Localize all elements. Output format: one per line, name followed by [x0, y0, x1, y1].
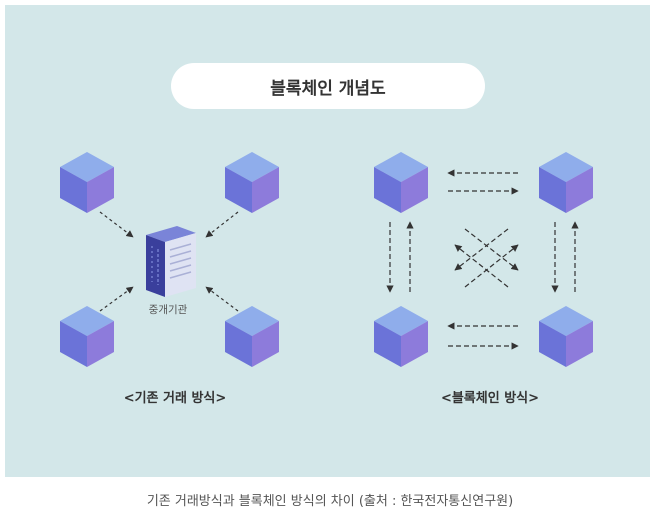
node-cube-top-right — [225, 152, 279, 213]
figure-caption: 기존 거래방식과 블록체인 방식의 차이 (출처 : 한국전자통신연구원) — [146, 494, 514, 509]
node-cube-bottom-left — [374, 306, 428, 367]
node-cube-top-left — [374, 152, 428, 213]
left-network — [60, 152, 279, 367]
arrow-to-server-3 — [99, 286, 134, 312]
arrow-diagonal-3 — [464, 244, 519, 288]
arrow-to-server-4 — [205, 286, 239, 312]
arrow-to-server-1 — [99, 211, 134, 238]
server-icon — [146, 226, 196, 297]
arrow-to-server-2 — [205, 211, 239, 238]
diagram-title: 블록체인 개념도 — [171, 63, 485, 109]
node-cube-top-right — [539, 152, 593, 213]
right-diagram-caption: <블록체인 방식> — [440, 391, 540, 406]
arrow-diagonal-1 — [454, 228, 509, 271]
arrow-diagonal-4 — [454, 244, 509, 288]
server-label: 중개기관 — [148, 304, 188, 316]
node-cube-top-left — [60, 152, 114, 213]
node-cube-bottom-right — [225, 306, 279, 367]
right-network — [374, 152, 593, 367]
left-diagram-caption: <기존 거래 방식> — [123, 391, 227, 406]
node-cube-bottom-right — [539, 306, 593, 367]
arrow-diagonal-2 — [464, 228, 519, 271]
node-cube-bottom-left — [60, 306, 114, 367]
